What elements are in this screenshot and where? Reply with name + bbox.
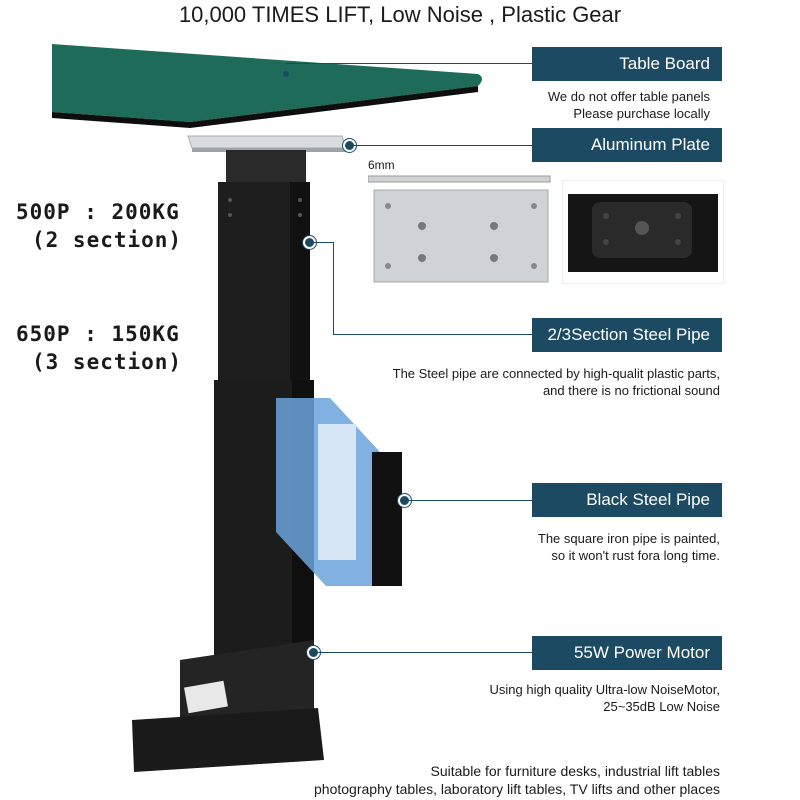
- section-pipe-note-line2: and there is no frictional sound: [542, 383, 720, 398]
- footer-line1: Suitable for furniture desks, industrial…: [430, 763, 720, 779]
- black-pipe-note-line2: so it won't rust fora long time.: [551, 548, 720, 563]
- motor-leader-line: [316, 652, 532, 653]
- two-section-label: (2 section): [32, 228, 183, 252]
- leg-top-detail: [562, 180, 724, 284]
- table-board-label: Table Board: [532, 47, 722, 81]
- aluminum-plate-detail: [368, 175, 551, 283]
- plate-thickness-label: 6mm: [368, 158, 395, 172]
- black-pipe-note-line1: The square iron pipe is painted,: [537, 531, 720, 546]
- section-pipe-label: 2/3Section Steel Pipe: [532, 318, 722, 352]
- black-pipe-label: Black Steel Pipe: [532, 483, 722, 517]
- table-board-image: [52, 44, 482, 128]
- section-pipe-leader-v: [333, 242, 334, 334]
- table-board-note: We do not offer table panels Please purc…: [410, 88, 710, 122]
- pipe-cross-section-image: [276, 398, 402, 586]
- three-section-label: (3 section): [32, 350, 183, 374]
- motor-note-line1: Using high quality Ultra-low NoiseMotor,: [489, 682, 720, 697]
- two-section-load: 500P : 200KG: [16, 200, 180, 224]
- section-pipe-leader-h2: [333, 334, 532, 335]
- aluminum-plate-label: Aluminum Plate: [532, 128, 722, 162]
- black-pipe-note: The square iron pipe is painted, so it w…: [420, 530, 720, 564]
- table-board-leader-line: [286, 63, 532, 64]
- table-board-note-line1: We do not offer table panels: [547, 89, 710, 104]
- leg-upper-image: [218, 150, 310, 400]
- motor-note-line2: 25~35dB Low Noise: [603, 699, 720, 714]
- section-pipe-note-line1: The Steel pipe are connected by high-qua…: [392, 366, 720, 381]
- page-title: 10,000 TIMES LIFT, Low Noise , Plastic G…: [178, 2, 622, 27]
- table-board-note-line2: Please purchase locally: [573, 106, 710, 121]
- section-pipe-note: The Steel pipe are connected by high-qua…: [300, 365, 720, 399]
- three-section-load: 650P : 150KG: [16, 322, 180, 346]
- motor-base-image: [132, 640, 324, 772]
- motor-note: Using high quality Ultra-low NoiseMotor,…: [420, 681, 720, 715]
- section-pipe-leader-h1: [312, 242, 334, 243]
- black-pipe-leader-line: [408, 500, 532, 501]
- aluminum-plate-image: [187, 135, 347, 152]
- footer-line2: photography tables, laboratory lift tabl…: [314, 781, 720, 797]
- usage-footer: Suitable for furniture desks, industrial…: [160, 762, 720, 798]
- aluminum-plate-leader-line: [352, 145, 532, 146]
- motor-label: 55W Power Motor: [532, 636, 722, 670]
